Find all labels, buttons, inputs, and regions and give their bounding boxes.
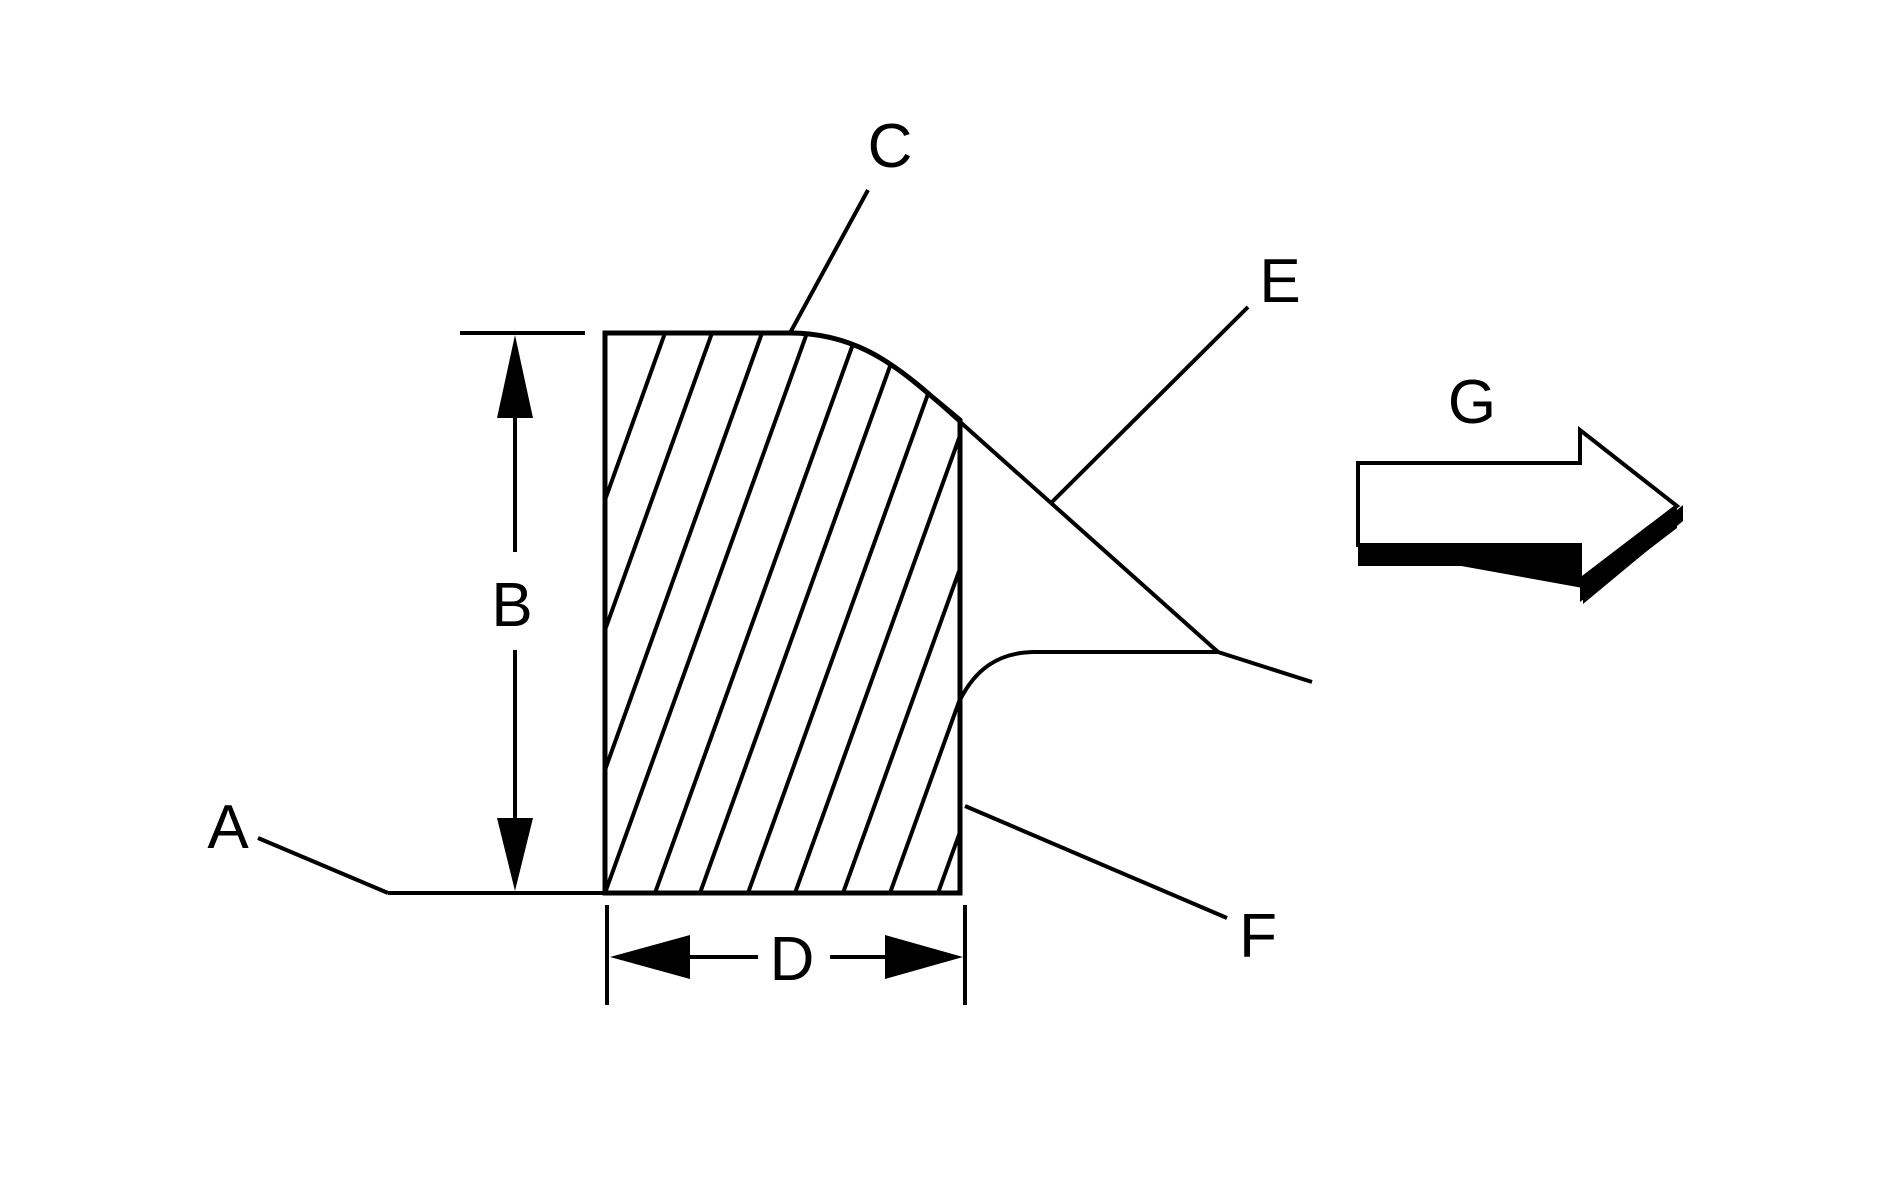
right-arrow-icon: [1356, 425, 1683, 604]
label-f: F: [1239, 902, 1277, 971]
arrowhead-right: [885, 935, 963, 979]
dimension-b: B: [460, 331, 585, 891]
arrowhead-up: [497, 335, 533, 418]
arrowhead-left: [610, 935, 690, 979]
arrowhead-down: [497, 818, 533, 891]
leader-lines: [257, 189, 1250, 920]
label-d: D: [770, 925, 815, 994]
label-g: G: [1448, 368, 1496, 437]
hatched-section: [602, 330, 963, 896]
dimension-d: D: [605, 905, 967, 1005]
leader-e: [1050, 305, 1250, 504]
label-e: E: [1259, 247, 1300, 316]
label-c: C: [868, 112, 913, 181]
leader-f: [964, 804, 1228, 920]
label-a: A: [207, 793, 249, 862]
leader-a: [257, 836, 389, 895]
leader-c: [788, 189, 870, 334]
fillet-profile: [928, 393, 1313, 701]
section-outline: [602, 330, 963, 896]
label-b: B: [491, 571, 532, 640]
